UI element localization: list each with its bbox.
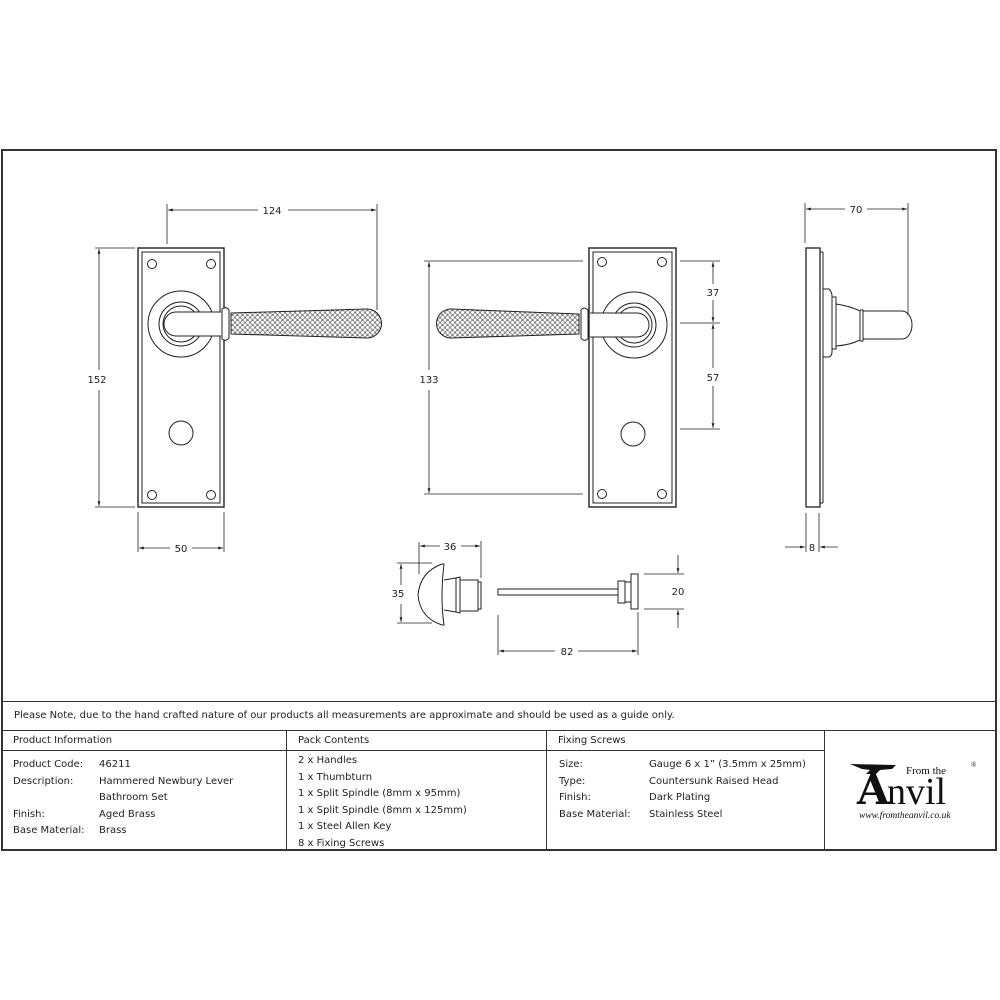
fixing-row: Size:Gauge 6 x 1” (3.5mm x 25mm) — [559, 759, 806, 770]
dim-front-width: 50 — [175, 544, 188, 555]
dim-rear-spindle-to-turn: 57 — [707, 373, 720, 384]
pack-item: 1 x Split Spindle (8mm x 125mm) — [298, 804, 467, 816]
front-view — [95, 204, 382, 552]
fixing-screws-section: Fixing Screws Size:Gauge 6 x 1” (3.5mm x… — [547, 731, 825, 850]
pack-item: 1 x Split Spindle (8mm x 95mm) — [298, 788, 461, 799]
fixing-screws-heading: Fixing Screws — [547, 731, 824, 751]
pack-item: 1 x Steel Allen Key — [298, 821, 392, 832]
pack-item: 8 x Fixing Screws — [298, 837, 385, 849]
fixing-row: Finish:Dark Plating — [559, 792, 711, 803]
pack-contents-section: Pack Contents 2 x Handles 1 x Thumbturn … — [287, 731, 547, 850]
dim-rear-top-to-spindle: 37 — [707, 288, 720, 299]
logo-url: www.fromtheanvil.co.uk — [859, 810, 951, 821]
product-info-row: Description:Hammered Newbury Lever — [13, 775, 234, 787]
dim-thumbturn-height: 35 — [392, 589, 405, 600]
dim-side-thickness: 8 — [809, 543, 815, 554]
dim-front-projection: 124 — [262, 206, 281, 217]
pack-item: 1 x Thumbturn — [298, 771, 373, 783]
product-info-row: Bathroom Set — [99, 792, 168, 803]
release-view — [497, 555, 684, 655]
rear-view — [424, 247, 720, 508]
pack-contents-heading: Pack Contents — [287, 731, 546, 751]
fixing-row: Type:Countersunk Raised Head — [559, 775, 779, 787]
logo-from-the: From the — [906, 765, 946, 777]
svg-text:®: ® — [971, 761, 977, 769]
spec-table: Product Information Product Code:46211 D… — [2, 731, 825, 850]
logo-letter-a: A — [856, 765, 891, 814]
product-info-row: Base Material:Brass — [13, 825, 127, 836]
measurement-note: Please Note, due to the hand crafted nat… — [2, 701, 997, 731]
product-info-heading: Product Information — [2, 731, 286, 751]
dim-rear-spindle-height: 133 — [419, 375, 438, 386]
anvil-icon — [850, 764, 896, 774]
fixing-row: Base Material:Stainless Steel — [559, 808, 723, 820]
logo-brand-rest: nvil — [887, 771, 946, 813]
dim-release-length: 82 — [561, 647, 574, 658]
brand-logo: A nvil From the ® www.fromtheanvil.co.uk — [824, 731, 997, 850]
side-view — [785, 203, 913, 552]
product-info-row: Finish:Aged Brass — [13, 808, 156, 820]
dim-front-height: 152 — [87, 375, 106, 386]
product-info-section: Product Information Product Code:46211 D… — [2, 731, 287, 850]
pack-item: 2 x Handles — [298, 755, 358, 766]
drawing-frame — [1, 149, 997, 851]
dim-thumbturn-width: 36 — [444, 542, 457, 553]
product-info-row: Product Code:46211 — [13, 759, 131, 770]
dim-side-projection: 70 — [850, 205, 863, 216]
thumbturn-view — [397, 541, 482, 626]
dim-release-diameter: 20 — [672, 587, 685, 598]
